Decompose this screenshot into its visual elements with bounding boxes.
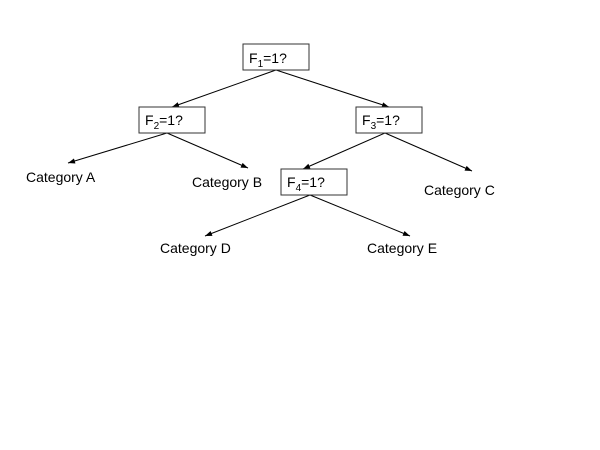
leaf-category-e: Category E [367,240,437,256]
arrowhead-icon [381,102,389,108]
node-f1-box [242,43,310,71]
node-f4-box [280,168,348,196]
edge-f4-to-cat-e [309,194,411,237]
arrowhead-icon [240,162,248,168]
leaf-category-a: Category A [26,169,96,185]
node-f2-box [138,106,206,134]
arrowhead-icon [172,102,180,108]
edge-f1-to-f3 [275,69,390,108]
edge-line [171,69,277,108]
node-f3: F3=1? [355,106,423,134]
leaf-category-b: Category B [192,174,262,190]
edges-layer [67,69,473,237]
edge-f3-to-cat-c [384,132,473,172]
node-f4-label: F4=1? [287,174,325,194]
edge-f2-to-cat-a [67,132,168,164]
leaf-category-c: Category C [424,182,495,198]
edge-line [166,132,249,169]
edge-line [384,132,473,172]
leaf-category-d: Category D [160,240,231,256]
node-f3-label: F3=1? [362,112,400,132]
arrowhead-icon [68,158,76,164]
node-f3-box [355,106,423,134]
edge-line [302,132,386,170]
arrowhead-icon [205,231,213,236]
edge-line [204,194,311,237]
arrowhead-icon [402,230,410,236]
edge-line [309,194,411,237]
node-f2-label: F2=1? [145,112,183,132]
arrowhead-icon [464,165,472,171]
node-f4: F4=1? [280,168,348,196]
edge-f4-to-cat-d [204,194,311,237]
edge-line [275,69,390,108]
arrowhead-icon [303,163,311,169]
node-f1: F1=1? [242,43,310,71]
node-f2: F2=1? [138,106,206,134]
edge-f3-to-f4 [302,132,386,170]
edge-f1-to-f2 [171,69,277,108]
edge-line [67,132,168,164]
edge-f2-to-cat-b [166,132,249,169]
node-f1-label: F1=1? [249,50,287,70]
